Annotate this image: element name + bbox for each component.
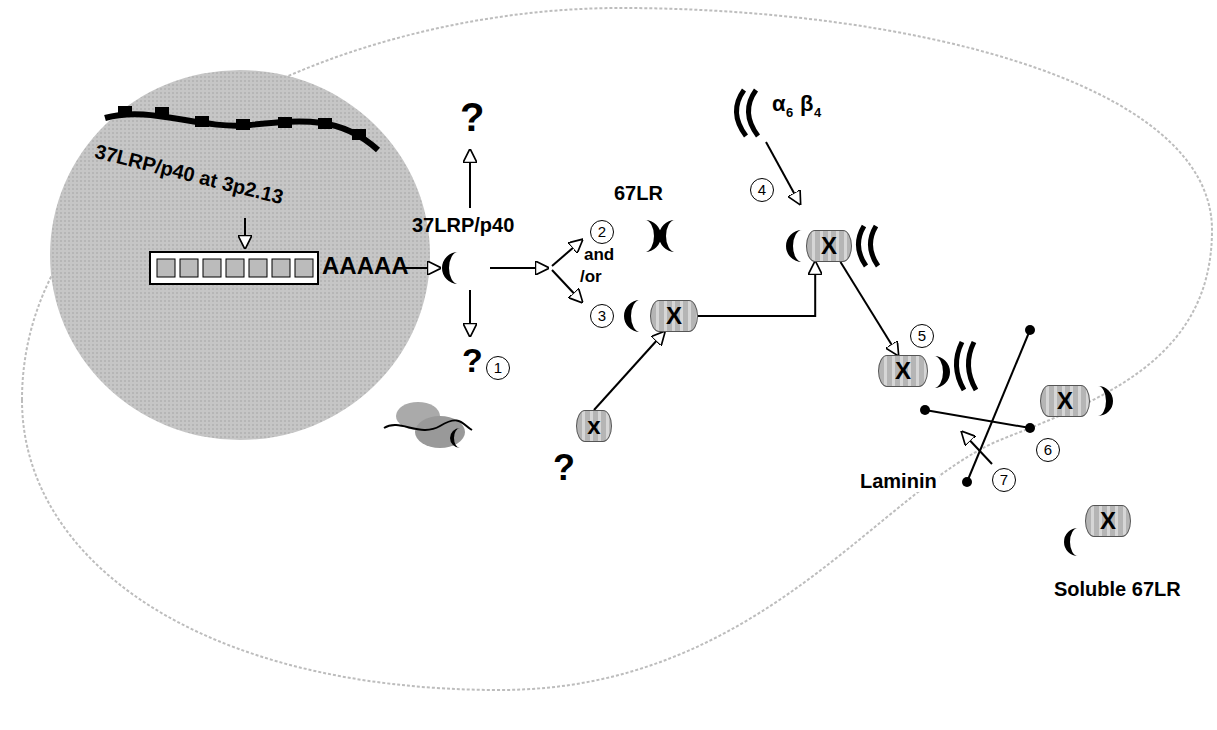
callout-number: 4 — [750, 178, 774, 202]
node-text: X — [1057, 389, 1073, 413]
crescent — [1098, 386, 1113, 416]
callout-number: 5 — [910, 324, 934, 348]
node-text: X — [821, 234, 837, 258]
crescent — [934, 356, 950, 388]
arrow — [404, 267, 440, 269]
text-label: 6 — [786, 106, 793, 120]
mrna-strand — [384, 420, 472, 430]
connector-arrow — [698, 262, 815, 316]
cell-membrane — [22, 8, 1212, 690]
arrow — [552, 270, 582, 302]
callout-number: 7 — [992, 468, 1016, 492]
arrow — [552, 240, 582, 266]
text-label: Soluble 67LR — [1052, 578, 1183, 600]
integrin — [736, 90, 758, 136]
arrow — [490, 267, 548, 269]
protein-cylinder: x — [576, 410, 612, 442]
connector-arrow — [594, 332, 664, 410]
text-label: 4 — [814, 106, 821, 120]
text-label: Laminin — [858, 470, 939, 492]
text-label: β — [800, 92, 813, 116]
protein-cylinder: X — [806, 230, 852, 262]
callout-number: 6 — [1036, 438, 1060, 462]
text-label: ? — [462, 342, 483, 379]
text-label: ? — [460, 95, 484, 139]
node-text: X — [666, 304, 682, 328]
text-label: ? — [553, 448, 575, 488]
protein-cylinder: X — [878, 355, 928, 387]
callout-number: 2 — [590, 220, 614, 244]
crescent — [786, 230, 802, 262]
text-label: 37LRP/p40 at 3p2.13 — [93, 140, 286, 208]
gene-strand — [105, 114, 378, 150]
callout-number: 3 — [590, 304, 614, 328]
laminin-chain — [925, 410, 1030, 428]
mrna — [150, 252, 318, 284]
crescent — [442, 252, 458, 284]
laminin-chain — [967, 330, 1030, 482]
arrow — [962, 432, 992, 464]
arrow — [244, 218, 246, 248]
crescent — [450, 428, 460, 448]
laminin-ends — [920, 325, 1035, 487]
protein-cylinder: X — [650, 300, 698, 332]
text-label: /or — [580, 268, 602, 287]
integrin — [858, 226, 878, 266]
text-label: 67LR — [614, 182, 663, 204]
gene-exons — [118, 106, 366, 140]
callout-number: 1 — [486, 356, 510, 380]
protein-cylinder: X — [1085, 505, 1131, 537]
text-label: α — [772, 92, 786, 116]
mrna-exons — [157, 259, 313, 277]
crescent — [1064, 528, 1078, 556]
arrow — [469, 150, 471, 208]
node-text: X — [1100, 509, 1116, 533]
node-text: x — [587, 414, 600, 438]
connector-arrow — [841, 262, 899, 355]
node-text: X — [895, 359, 911, 383]
integrin — [956, 342, 976, 390]
crescent — [624, 300, 640, 332]
nucleus — [50, 70, 430, 440]
arrow — [469, 290, 471, 336]
crescent — [659, 220, 675, 252]
protein-cylinder: X — [1040, 385, 1090, 417]
crescent — [645, 220, 661, 252]
text-label: and — [584, 246, 614, 265]
text-label: AAAAA — [322, 253, 409, 279]
text-label: 37LRP/p40 — [412, 214, 514, 236]
